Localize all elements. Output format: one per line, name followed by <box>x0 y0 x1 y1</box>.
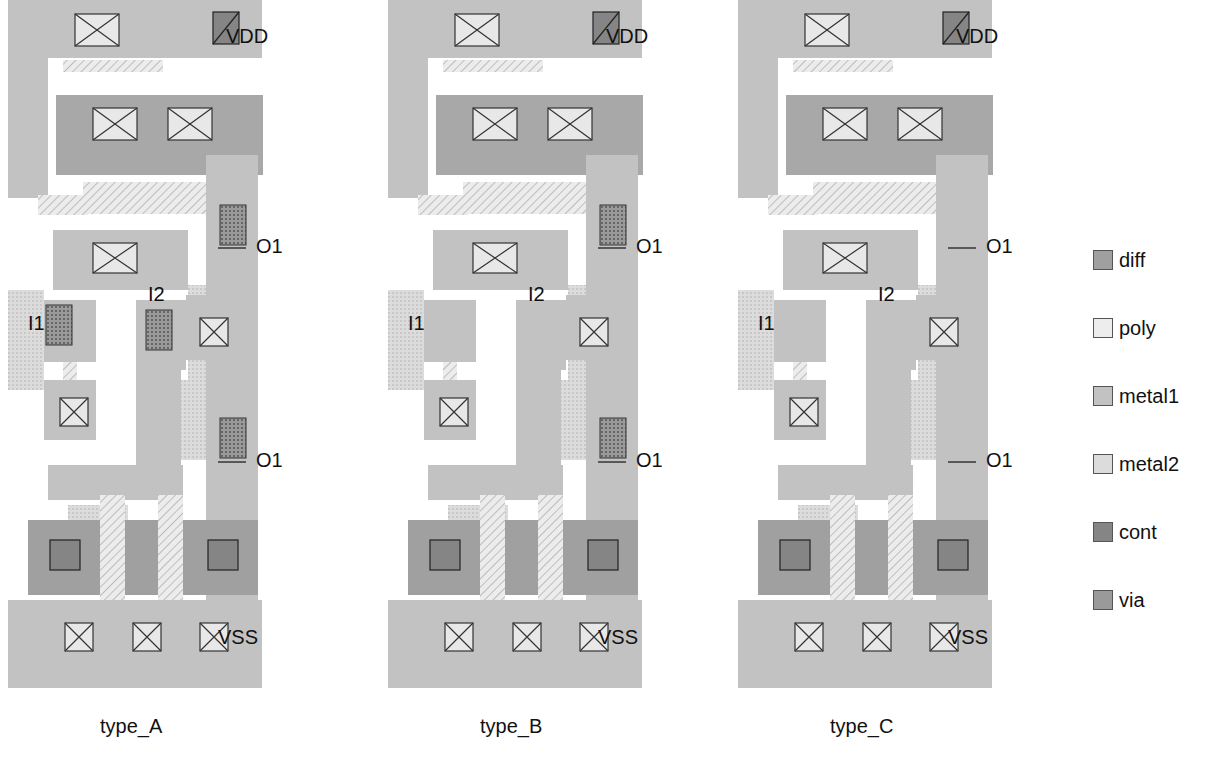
legend-text: metal1 <box>1119 386 1179 406</box>
pin-label: O1 <box>636 236 663 256</box>
legend-row: metal1 <box>1093 386 1179 406</box>
pin-label: O1 <box>256 450 283 470</box>
pin-label: I1 <box>408 313 425 333</box>
legend-row: poly <box>1093 318 1156 338</box>
legend-swatch <box>1093 522 1113 542</box>
pin-label: VDD <box>956 26 998 46</box>
pin-label: I2 <box>148 284 165 304</box>
pin-label: I1 <box>28 313 45 333</box>
pin-label: I1 <box>758 313 775 333</box>
legend-swatch <box>1093 386 1113 406</box>
legend-text: cont <box>1119 522 1157 542</box>
pin-label: O1 <box>986 450 1013 470</box>
pin-label: O1 <box>636 450 663 470</box>
legend-swatch <box>1093 454 1113 474</box>
pin-label: VSS <box>218 627 258 647</box>
legend-row: cont <box>1093 522 1157 542</box>
legend-swatch <box>1093 590 1113 610</box>
pin-label: I2 <box>528 284 545 304</box>
pin-label: VDD <box>226 26 268 46</box>
legend-text: metal2 <box>1119 454 1179 474</box>
legend-row: diff <box>1093 250 1145 270</box>
pin-label: VSS <box>948 627 988 647</box>
legend-row: metal2 <box>1093 454 1179 474</box>
legend-text: diff <box>1119 250 1145 270</box>
cell-name: type_C <box>830 716 893 736</box>
cell-name: type_B <box>480 716 542 736</box>
pin-label: VDD <box>606 26 648 46</box>
pin-label: I2 <box>878 284 895 304</box>
pin-label: O1 <box>256 236 283 256</box>
legend-row: via <box>1093 590 1145 610</box>
legend-swatch <box>1093 250 1113 270</box>
legend-swatch <box>1093 318 1113 338</box>
legend-text: via <box>1119 590 1145 610</box>
pin-label: VSS <box>598 627 638 647</box>
legend-text: poly <box>1119 318 1156 338</box>
pin-label: O1 <box>986 236 1013 256</box>
cell-name: type_A <box>100 716 162 736</box>
